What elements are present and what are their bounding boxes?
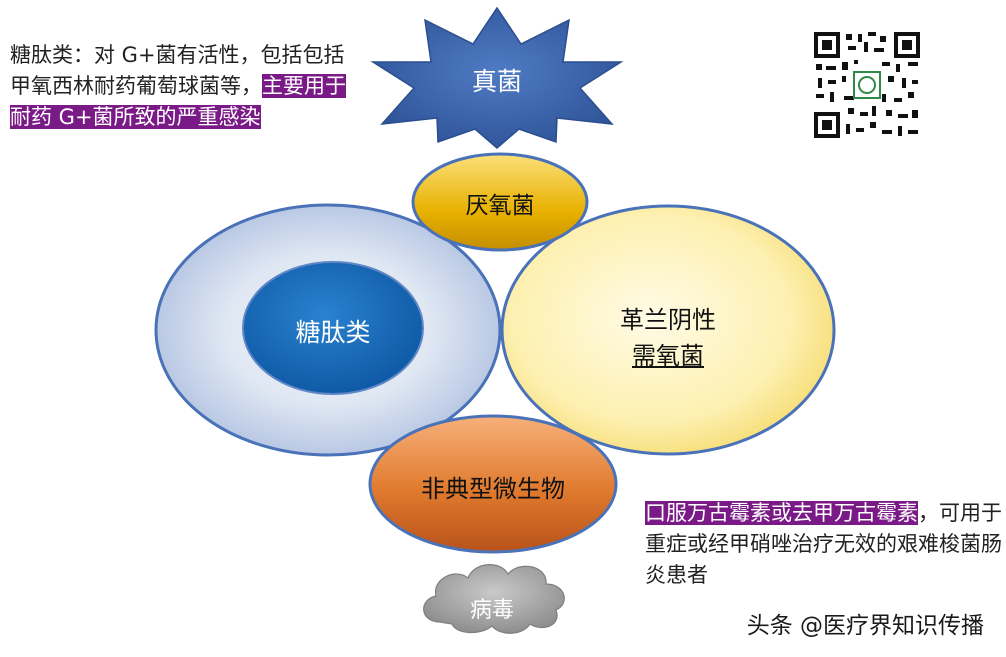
glycopeptide-ellipse bbox=[242, 261, 424, 395]
anaerobe-ellipse bbox=[411, 152, 589, 252]
glycopeptide-label: 糖肽类 bbox=[295, 318, 371, 347]
fungi-star bbox=[370, 6, 624, 149]
virus-cloud bbox=[423, 564, 565, 634]
qr-code-icon bbox=[812, 30, 922, 140]
vancomycin-note-plain: ，可用于重症或经甲硝唑治疗无效的艰难梭菌肠炎患者 bbox=[645, 501, 1002, 587]
vancomycin-note-highlight: 口服万古霉素或去甲万古霉素 bbox=[645, 501, 918, 525]
virus-label: 病毒 bbox=[469, 598, 514, 623]
glycopeptide-note-plain: 糖肽类：对 G+菌有活性，包括包括甲氧西林耐药葡萄球菌等， bbox=[10, 43, 345, 98]
gram-negative-ellipse bbox=[500, 204, 836, 456]
anaerobe-label: 厌氧菌 bbox=[465, 193, 535, 219]
atypical-ellipse bbox=[368, 414, 618, 554]
glycopeptide-note: 糖肽类：对 G+菌有活性，包括包括甲氧西林耐药葡萄球菌等，主要用于耐药 G+菌所… bbox=[10, 40, 360, 133]
watermark: 头条 @医疗界知识传播 bbox=[746, 613, 984, 639]
gram-negative-line1: 革兰阴性 bbox=[620, 306, 716, 334]
atypical-label: 非典型微生物 bbox=[421, 475, 565, 503]
fungi-label: 真菌 bbox=[471, 67, 522, 96]
gram-negative-line2: 需氧菌 bbox=[632, 342, 704, 370]
vancomycin-note: 口服万古霉素或去甲万古霉素，可用于重症或经甲硝唑治疗无效的艰难梭菌肠炎患者 bbox=[645, 498, 1005, 591]
